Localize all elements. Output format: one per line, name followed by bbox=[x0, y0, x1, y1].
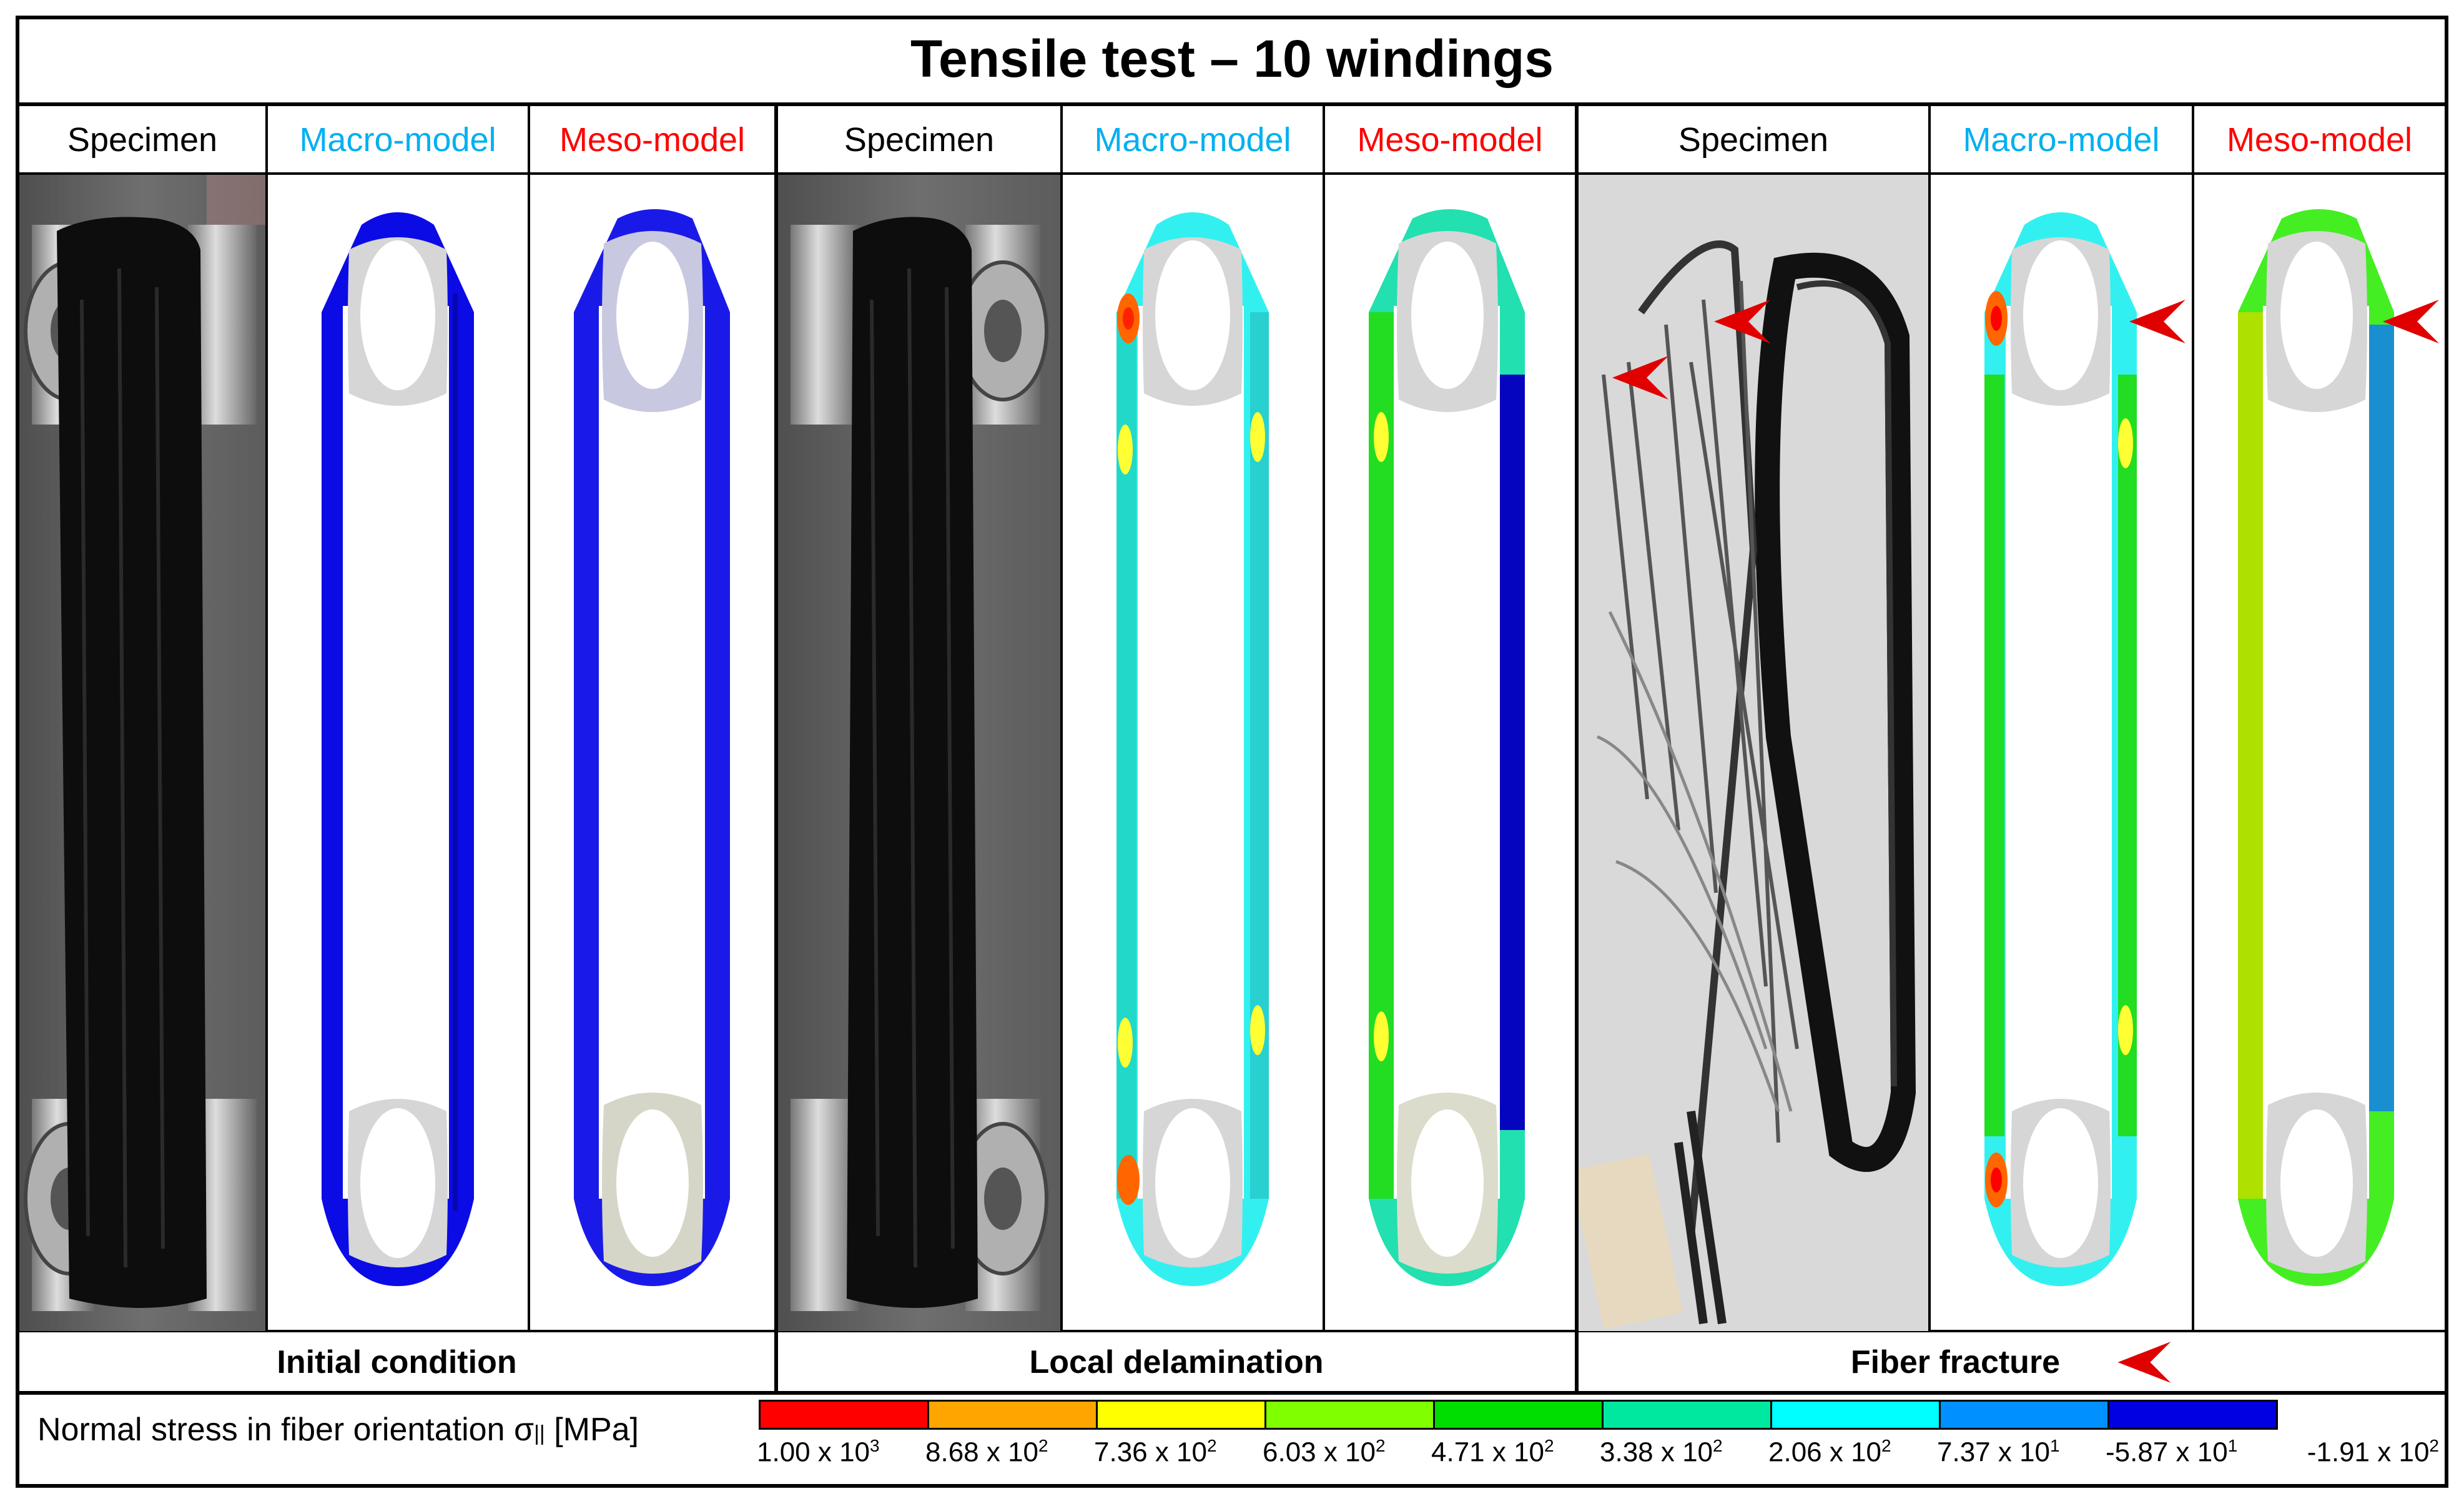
header-meso-model: Meso-model bbox=[1357, 121, 1543, 159]
fracture-marker-icon bbox=[2383, 300, 2439, 343]
caption-rule bbox=[16, 1330, 2448, 1332]
col-divider bbox=[265, 106, 268, 1331]
header-macro-model: Macro-model bbox=[299, 121, 496, 159]
stage-divider-2 bbox=[1575, 106, 1579, 1392]
legend-color-segment bbox=[1096, 1400, 1266, 1430]
legend-tick-label: 7.37 x 101 bbox=[1937, 1436, 2060, 1468]
legend-subscript: || bbox=[534, 1422, 545, 1445]
caption-local-delamination: Local delamination bbox=[1029, 1344, 1324, 1380]
header-specimen: Specimen bbox=[1678, 121, 1829, 159]
caption-initial-condition: Initial condition bbox=[277, 1344, 517, 1380]
header-macro-model: Macro-model bbox=[1963, 121, 2160, 159]
header-meso-model: Meso-model bbox=[559, 121, 746, 159]
figure-frame bbox=[16, 16, 2448, 1488]
legend-tick-label: 1.00 x 103 bbox=[757, 1436, 880, 1468]
legend-color-segment bbox=[2107, 1400, 2278, 1430]
fracture-marker-icon bbox=[1612, 356, 1668, 400]
legend-color-segment bbox=[1939, 1400, 2109, 1430]
header-specimen: Specimen bbox=[844, 121, 995, 159]
stage-divider-1 bbox=[774, 106, 778, 1392]
legend-tick-label: -1.91 x 102 bbox=[2307, 1436, 2439, 1468]
caption-fiber-fracture: Fiber fracture bbox=[1579, 1332, 2445, 1392]
specimen-photo-delamination bbox=[778, 175, 1060, 1331]
col-divider bbox=[1323, 106, 1325, 1331]
fracture-marker-icon bbox=[2129, 300, 2186, 343]
legend-tick-label: 8.68 x 102 bbox=[925, 1436, 1048, 1468]
legend-color-segment bbox=[1770, 1400, 1941, 1430]
legend-label-text: Normal stress in fiber orientation σ bbox=[37, 1412, 535, 1448]
legend-color-segment bbox=[1602, 1400, 1772, 1430]
header-specimen: Specimen bbox=[67, 121, 218, 159]
col-divider bbox=[2192, 106, 2194, 1331]
fracture-marker-icon bbox=[2117, 1342, 2171, 1383]
macro-model-fracture bbox=[1931, 175, 2192, 1331]
header-macro-model: Macro-model bbox=[1094, 121, 1291, 159]
specimen-photo-initial bbox=[19, 175, 265, 1331]
col-divider bbox=[1928, 106, 1931, 1331]
legend-tick-label: 2.06 x 102 bbox=[1768, 1436, 1891, 1468]
fracture-marker-icon bbox=[1714, 300, 1770, 343]
macro-model-delamination bbox=[1063, 175, 1323, 1331]
legend-color-segment bbox=[759, 1400, 929, 1430]
legend-tick-label: 7.36 x 102 bbox=[1094, 1436, 1217, 1468]
legend-tick-label: 3.38 x 102 bbox=[1600, 1436, 1723, 1468]
legend-unit: [MPa] bbox=[554, 1412, 639, 1448]
legend-color-segment bbox=[927, 1400, 1098, 1430]
meso-model-initial bbox=[530, 175, 774, 1331]
legend-tick-label: 6.03 x 102 bbox=[1263, 1436, 1386, 1468]
legend-color-segment bbox=[1433, 1400, 1604, 1430]
legend-tick-label: 4.71 x 102 bbox=[1431, 1436, 1554, 1468]
col-divider bbox=[1060, 106, 1063, 1331]
meso-model-delamination bbox=[1325, 175, 1575, 1331]
header-rule bbox=[16, 172, 2448, 175]
figure-title: Tensile test – 10 windings bbox=[16, 16, 2448, 106]
macro-model-initial bbox=[268, 175, 528, 1331]
legend-title: Normal stress in fiber orientation σ|| [… bbox=[37, 1411, 639, 1448]
caption-fiber-fracture-text: Fiber fracture bbox=[1850, 1344, 2061, 1380]
meso-model-fracture bbox=[2194, 175, 2445, 1331]
col-divider bbox=[528, 106, 530, 1331]
header-meso-model: Meso-model bbox=[2226, 121, 2413, 159]
specimen-photo-fracture bbox=[1579, 175, 1928, 1331]
legend-tick-label: -5.87 x 101 bbox=[2106, 1436, 2238, 1468]
legend-rule bbox=[16, 1391, 2448, 1395]
legend-color-segment bbox=[1264, 1400, 1435, 1430]
